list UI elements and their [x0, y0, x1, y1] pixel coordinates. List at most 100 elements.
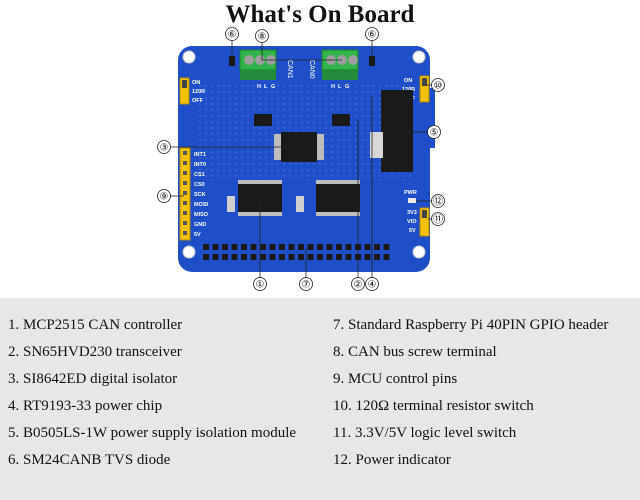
header-pin: [183, 221, 187, 225]
h-label: H: [257, 84, 261, 90]
right-120r-switch: [419, 75, 430, 103]
mcu-pin-label: 5V: [194, 232, 201, 238]
gpio-pin: [222, 244, 228, 250]
header-pin: [183, 171, 187, 175]
can-controller-chip-right: [316, 180, 360, 216]
callout-number: ⑫: [433, 196, 443, 208]
mcu-pin-label: CS0: [194, 182, 205, 188]
legend-item: 4. RT9193-33 power chip: [8, 398, 163, 414]
legend-item: 10. 120Ω terminal resistor switch: [333, 398, 534, 414]
callout-circle: [157, 140, 171, 154]
gpio-pin: [203, 244, 209, 250]
gpio-pin: [241, 244, 247, 250]
gpio-pin: [269, 254, 276, 260]
callout-circle: [365, 27, 379, 41]
gpio-pin: [298, 244, 304, 250]
legend-item: 6. SM24CANB TVS diode: [8, 452, 171, 468]
callout-leader-lines: [170, 40, 432, 278]
gpio-pin: [269, 244, 276, 250]
gpio-pin: [250, 254, 257, 260]
tvs-diode-left: [229, 56, 235, 66]
crystal-oscillators: [227, 196, 304, 212]
vio-label: VIO: [407, 219, 417, 225]
header-pin: [183, 231, 187, 235]
gpio-pin: [364, 244, 371, 250]
header-pin: [183, 201, 187, 205]
callout-number: ②: [354, 280, 363, 291]
mcu-pin-label: INT0: [194, 162, 206, 168]
callout-circle: [299, 277, 313, 291]
mcu-pin-label: SCK: [194, 192, 206, 198]
gpio-pin: [307, 254, 314, 260]
g-label: G: [271, 84, 275, 90]
callout-number: ⑦: [302, 280, 311, 291]
legend-panel: 1. MCP2515 CAN controller 2. SN65HVD230 …: [0, 298, 640, 500]
gpio-pin: [336, 244, 342, 250]
power-indicator-led: [408, 198, 416, 203]
mcu-pin-label: GND: [194, 222, 206, 228]
gpio-pin: [317, 244, 323, 250]
h-label: H: [331, 84, 335, 90]
gpio-pin: [279, 244, 285, 250]
gpio-pin: [383, 254, 390, 260]
callout-circle: [253, 277, 267, 291]
callout-number: ③: [160, 143, 169, 154]
gpio-pin: [231, 244, 238, 250]
l-label: L: [264, 84, 268, 90]
gpio-pin: [260, 254, 266, 260]
gpio-pin: [307, 244, 314, 250]
header-pin: [183, 191, 187, 195]
gpio-pin: [326, 254, 333, 260]
legend-item: 2. SN65HVD230 transceiver: [8, 344, 182, 360]
board-diagram: CAN1 CAN0 H L G H L G ON 120R OFF ON 120…: [157, 27, 445, 291]
left-on-label: ON: [192, 80, 200, 86]
callout-circle: [431, 194, 445, 208]
gpio-pin: [374, 254, 380, 260]
gpio-pin: [317, 254, 323, 260]
header-pin: [183, 161, 187, 165]
gpio-pin: [260, 244, 266, 250]
can0-label: CAN0: [308, 60, 315, 79]
legend-item: 12. Power indicator: [333, 452, 451, 468]
can1-screw-terminal: [239, 49, 277, 80]
page-title: What's On Board: [225, 1, 415, 28]
gpio-pin: [203, 254, 209, 260]
callout-number: ⑤: [430, 128, 439, 139]
legend-item: 9. MCU control pins: [333, 371, 458, 387]
gpio-pin: [212, 244, 219, 250]
gpio-40pin-header: [203, 244, 390, 260]
hlg-labels-right: H L G: [331, 84, 349, 90]
can0-screw-terminal: [321, 49, 359, 80]
callout-circle: [351, 277, 365, 291]
callout-number: ⑥: [228, 30, 237, 41]
gpio-pin: [336, 254, 342, 260]
gpio-pin: [345, 254, 352, 260]
legend-item: 11. 3.3V/5V logic level switch: [333, 425, 517, 441]
gpio-pin: [231, 254, 238, 260]
legend-item: 7. Standard Raspberry Pi 40PIN GPIO head…: [333, 317, 609, 333]
gpio-pin: [288, 244, 295, 250]
callout-number: ⑧: [258, 32, 267, 43]
callout-number: ⑥: [368, 30, 377, 41]
header-pin: [183, 151, 187, 155]
gpio-pin: [364, 254, 371, 260]
gpio-pin: [250, 244, 257, 250]
callout-circle: [427, 125, 441, 139]
logic-level-switch: [419, 207, 430, 237]
right-on-label: ON: [404, 78, 412, 84]
v33-label: 3V3: [407, 210, 417, 216]
gpio-pin: [345, 244, 352, 250]
callout-circle: [255, 29, 269, 43]
mcu-pin-label: MISO: [194, 212, 209, 218]
callout-number: ①: [256, 280, 265, 291]
gpio-pin: [288, 254, 295, 260]
callout-number: ⑪: [433, 214, 443, 226]
legend-column-left: 1. MCP2515 CAN controller 2. SN65HVD230 …: [8, 315, 296, 477]
transceiver-chip-right: [332, 114, 350, 126]
gpio-pin: [241, 254, 247, 260]
callout-number: ④: [368, 280, 377, 291]
g-label: G: [345, 84, 349, 90]
mcu-control-pin-header: [179, 147, 191, 241]
can1-label: CAN1: [286, 60, 293, 79]
